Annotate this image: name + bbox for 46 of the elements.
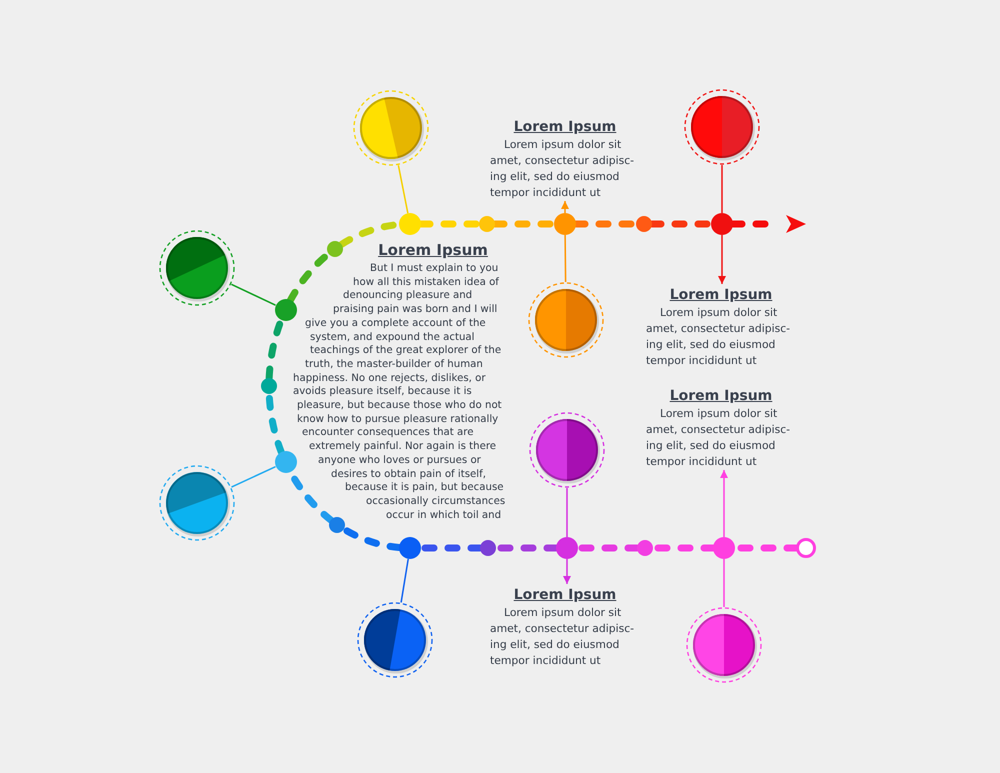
body-text: Lorem ipsum dolor sit amet, consectetur adipisc- ing elit, sed do eiusmod tempor incididunt ut bbox=[646, 305, 792, 369]
leader-line bbox=[564, 235, 566, 282]
arrow bbox=[720, 470, 728, 537]
leader-line bbox=[723, 559, 725, 607]
body-text: Lorem ipsum dolor sit amet, consectetur adipisc- ing elit, sed do eiusmod tempor incididunt ut bbox=[490, 605, 636, 669]
arrow bbox=[563, 559, 571, 584]
milestone-circle bbox=[159, 230, 235, 306]
timeline-dot bbox=[636, 216, 652, 232]
timeline-dot bbox=[479, 216, 495, 232]
milestone-circle bbox=[529, 412, 605, 488]
leader-line bbox=[231, 466, 276, 488]
timeline-dot bbox=[480, 540, 496, 556]
timeline-dot bbox=[327, 240, 344, 257]
leader-line bbox=[231, 284, 276, 306]
leader-line bbox=[566, 488, 568, 537]
milestone-circle bbox=[686, 607, 762, 683]
body-text: Lorem ipsum dolor sit amet, consectetur adipisc- ing elit, sed do eiusmod tempor incididunt ut bbox=[490, 137, 636, 201]
timeline-dot bbox=[711, 213, 733, 235]
arrow bbox=[561, 201, 569, 213]
leader-line bbox=[400, 558, 409, 603]
milestone-circle bbox=[357, 602, 433, 678]
leader-line bbox=[398, 165, 409, 214]
timeline-dot bbox=[556, 537, 578, 559]
arrow bbox=[718, 235, 726, 284]
timeline-dot bbox=[637, 540, 653, 556]
milestone-circle bbox=[684, 89, 760, 165]
timeline-dot bbox=[261, 378, 277, 394]
timeline-dot bbox=[329, 516, 346, 533]
milestone-circle bbox=[159, 465, 235, 541]
timeline-dot bbox=[274, 451, 296, 474]
timeline-dot bbox=[713, 537, 735, 559]
body-text: But I must explain to you how all this mistaken idea of denouncing pleasure and praising pain was born and I will give you a complete account of the system, and expound the actual teachings of the great explorer of the truth, the master-builder of human happiness. No one rejects, dislikes, or avoids pleasure itself, because it is pleasure, but because those who do not know how to pursue pleasure rationally encounter consequences that are extremely painful. Nor again is there anyone who loves or pursues or desires to obtain pain of itself, because it is pain, but because occasionally circumstances occur in which toil and bbox=[292, 262, 506, 522]
timeline-dot bbox=[399, 537, 421, 559]
heading: Lorem Ipsum bbox=[514, 587, 616, 603]
leader-line bbox=[721, 165, 723, 213]
start-ring bbox=[796, 538, 816, 558]
milestone-circle bbox=[528, 282, 604, 358]
heading: Lorem Ipsum bbox=[670, 287, 772, 303]
timeline-dot bbox=[274, 298, 296, 321]
heading: Lorem Ipsum bbox=[670, 388, 772, 404]
timeline-dot bbox=[399, 213, 421, 235]
heading: Lorem Ipsum bbox=[378, 241, 488, 259]
body-text: Lorem ipsum dolor sit amet, consectetur adipisc- ing elit, sed do eiusmod tempor incididunt ut bbox=[646, 406, 792, 470]
heading: Lorem Ipsum bbox=[514, 119, 616, 135]
timeline-dot bbox=[554, 213, 576, 235]
milestone-circle bbox=[353, 90, 429, 166]
